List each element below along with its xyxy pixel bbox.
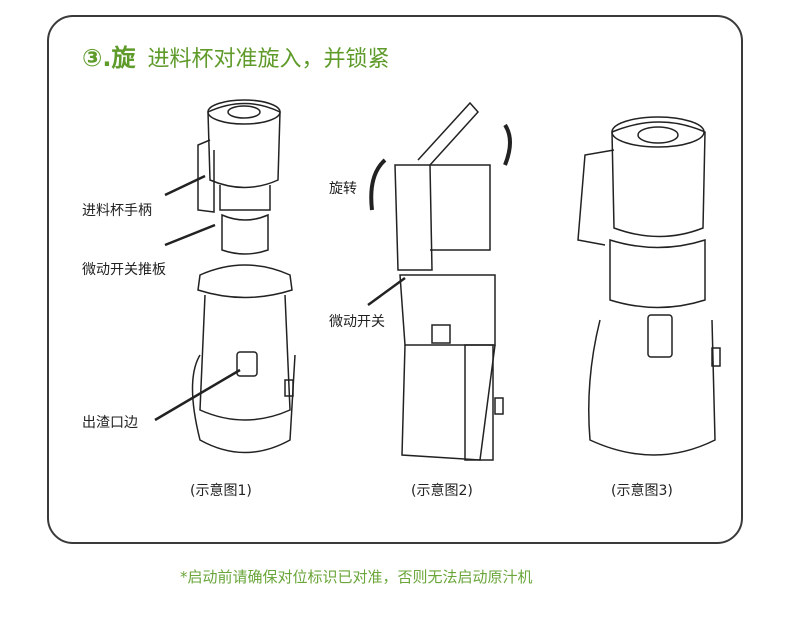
pointer-arrows [154, 174, 406, 422]
figure-2-juicer [369, 101, 512, 461]
label-rotate: 旋转 [329, 181, 357, 197]
step-title: ③.旋进料杯对准旋入，并锁紧 [82, 38, 389, 73]
label-push-plate: 微动开关推板 [82, 262, 166, 278]
content-frame [47, 15, 743, 544]
figure-3-juicer [577, 116, 721, 456]
caption-3: (示意图3) [611, 483, 673, 499]
step-number: ③.旋 [82, 44, 136, 72]
warning-note: *启动前请确保对位标识已对准，否则无法启动原汁机 [180, 568, 533, 586]
label-handle: 进料杯手柄 [82, 203, 152, 219]
label-micro-switch: 微动开关 [329, 314, 385, 330]
step-text: 进料杯对准旋入，并锁紧 [147, 47, 390, 72]
caption-2: (示意图2) [411, 483, 473, 499]
label-outlet: 出渣口边 [82, 415, 138, 431]
figure-1-juicer [191, 99, 296, 454]
caption-1: (示意图1) [190, 483, 252, 499]
